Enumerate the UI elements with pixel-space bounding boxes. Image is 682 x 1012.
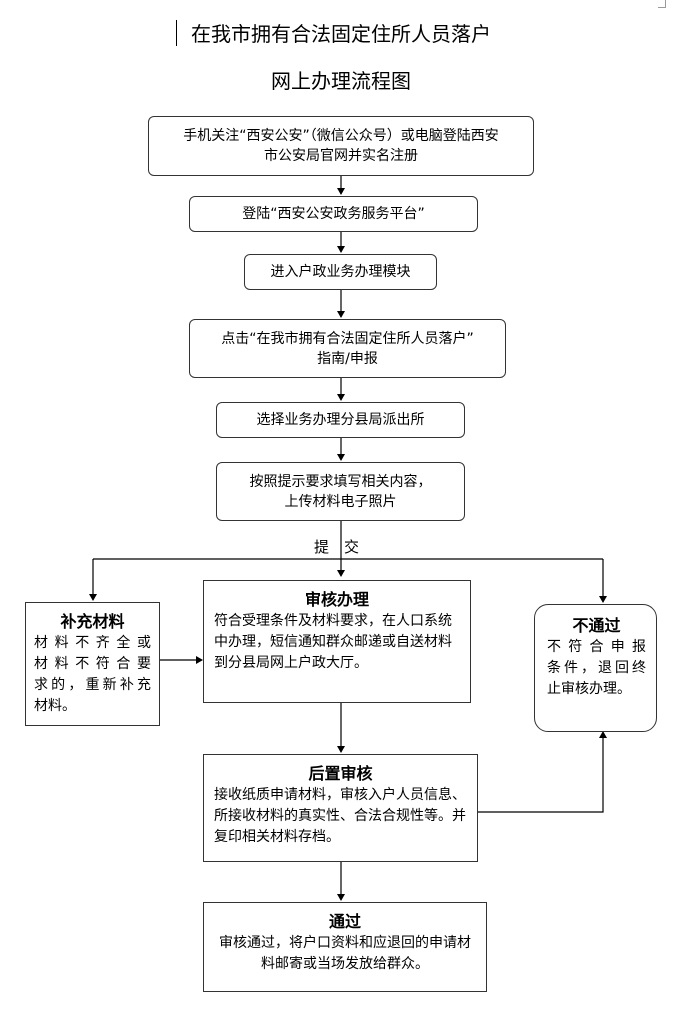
supplement-heading: 补充材料 bbox=[60, 612, 125, 631]
reject-box: 不通过 不符合申报 条件，退回终 止审核办理。 bbox=[534, 604, 657, 732]
post-review-box: 后置审核 接收纸质申请材料，审核入户人员信息、所接收材料的真实性、合法合规性等。… bbox=[203, 754, 478, 862]
supplement-line-1: 材料不齐全或 bbox=[34, 635, 151, 651]
reject-heading: 不通过 bbox=[572, 616, 621, 635]
supplement-box: 补充材料 材料不齐全或 材料不符合要 求的，重新补充 材料。 bbox=[25, 602, 160, 726]
step-1-box: 手机关注“西安公安”（微信公众号）或电脑登陆西安 市公安局官网并实名注册 bbox=[148, 116, 534, 176]
step-2-text: 登陆“西安公安政务服务平台” bbox=[242, 206, 425, 222]
step-1-line-2: 市公安局官网并实名注册 bbox=[264, 148, 418, 164]
submit-label: 提 交 bbox=[314, 538, 360, 556]
reject-line-2: 条件，退回终 bbox=[547, 660, 646, 676]
step-5-box: 选择业务办理分县局派出所 bbox=[216, 402, 465, 438]
supplement-line-2: 材料不符合要 bbox=[34, 656, 151, 672]
reject-line-1: 不符合申报 bbox=[547, 639, 646, 655]
review-body: 符合受理条件及材料要求，在人口系统中办理，短信通知群众邮递或自送材料到分县局网上… bbox=[214, 613, 452, 671]
title-line-2: 网上办理流程图 bbox=[271, 69, 411, 93]
pass-body: 审核通过，将户口资料和应退回的申请材料邮寄或当场发放给群众。 bbox=[219, 935, 471, 972]
line-post-to-reject bbox=[478, 731, 607, 813]
step-4-line-1: 点击“在我市拥有合法固定住所人员落户” bbox=[221, 330, 474, 347]
title-line-1: 在我市拥有合法固定住所人员落户 bbox=[191, 22, 491, 46]
step-3-box: 进入户政业务办理模块 bbox=[244, 254, 437, 290]
step-1-line-1: 手机关注“西安公安”（微信公众号）或电脑登陆西安 bbox=[183, 128, 499, 144]
step-5-text: 选择业务办理分县局派出所 bbox=[256, 412, 425, 428]
supplement-line-3: 求的，重新补充 bbox=[34, 677, 151, 693]
step-4-line-2: 指南/申报 bbox=[317, 350, 378, 367]
post-review-body: 接收纸质申请材料，审核入户人员信息、所接收材料的真实性、合法合规性等。并复印相关… bbox=[214, 787, 466, 845]
page-corner-mark bbox=[658, 0, 666, 8]
reject-line-3: 止审核办理。 bbox=[547, 681, 631, 697]
text-cursor bbox=[176, 20, 177, 46]
pass-box: 通过 审核通过，将户口资料和应退回的申请材料邮寄或当场发放给群众。 bbox=[203, 902, 487, 992]
post-review-heading: 后置审核 bbox=[308, 764, 373, 783]
step-6-box: 按照提示要求填写相关内容， 上传材料电子照片 bbox=[216, 462, 465, 521]
step-6-line-2: 上传材料电子照片 bbox=[284, 493, 397, 510]
step-4-box: 点击“在我市拥有合法固定住所人员落户” 指南/申报 bbox=[189, 319, 506, 378]
step-2-box: 登陆“西安公安政务服务平台” bbox=[189, 196, 478, 232]
review-box: 审核办理 符合受理条件及材料要求，在人口系统中办理，短信通知群众邮递或自送材料到… bbox=[203, 580, 471, 703]
pass-heading: 通过 bbox=[328, 912, 361, 931]
step-6-line-1: 按照提示要求填写相关内容， bbox=[249, 473, 432, 490]
step-3-text: 进入户政业务办理模块 bbox=[270, 264, 411, 280]
review-heading: 审核办理 bbox=[304, 590, 369, 609]
supplement-line-4: 材料。 bbox=[34, 698, 76, 714]
